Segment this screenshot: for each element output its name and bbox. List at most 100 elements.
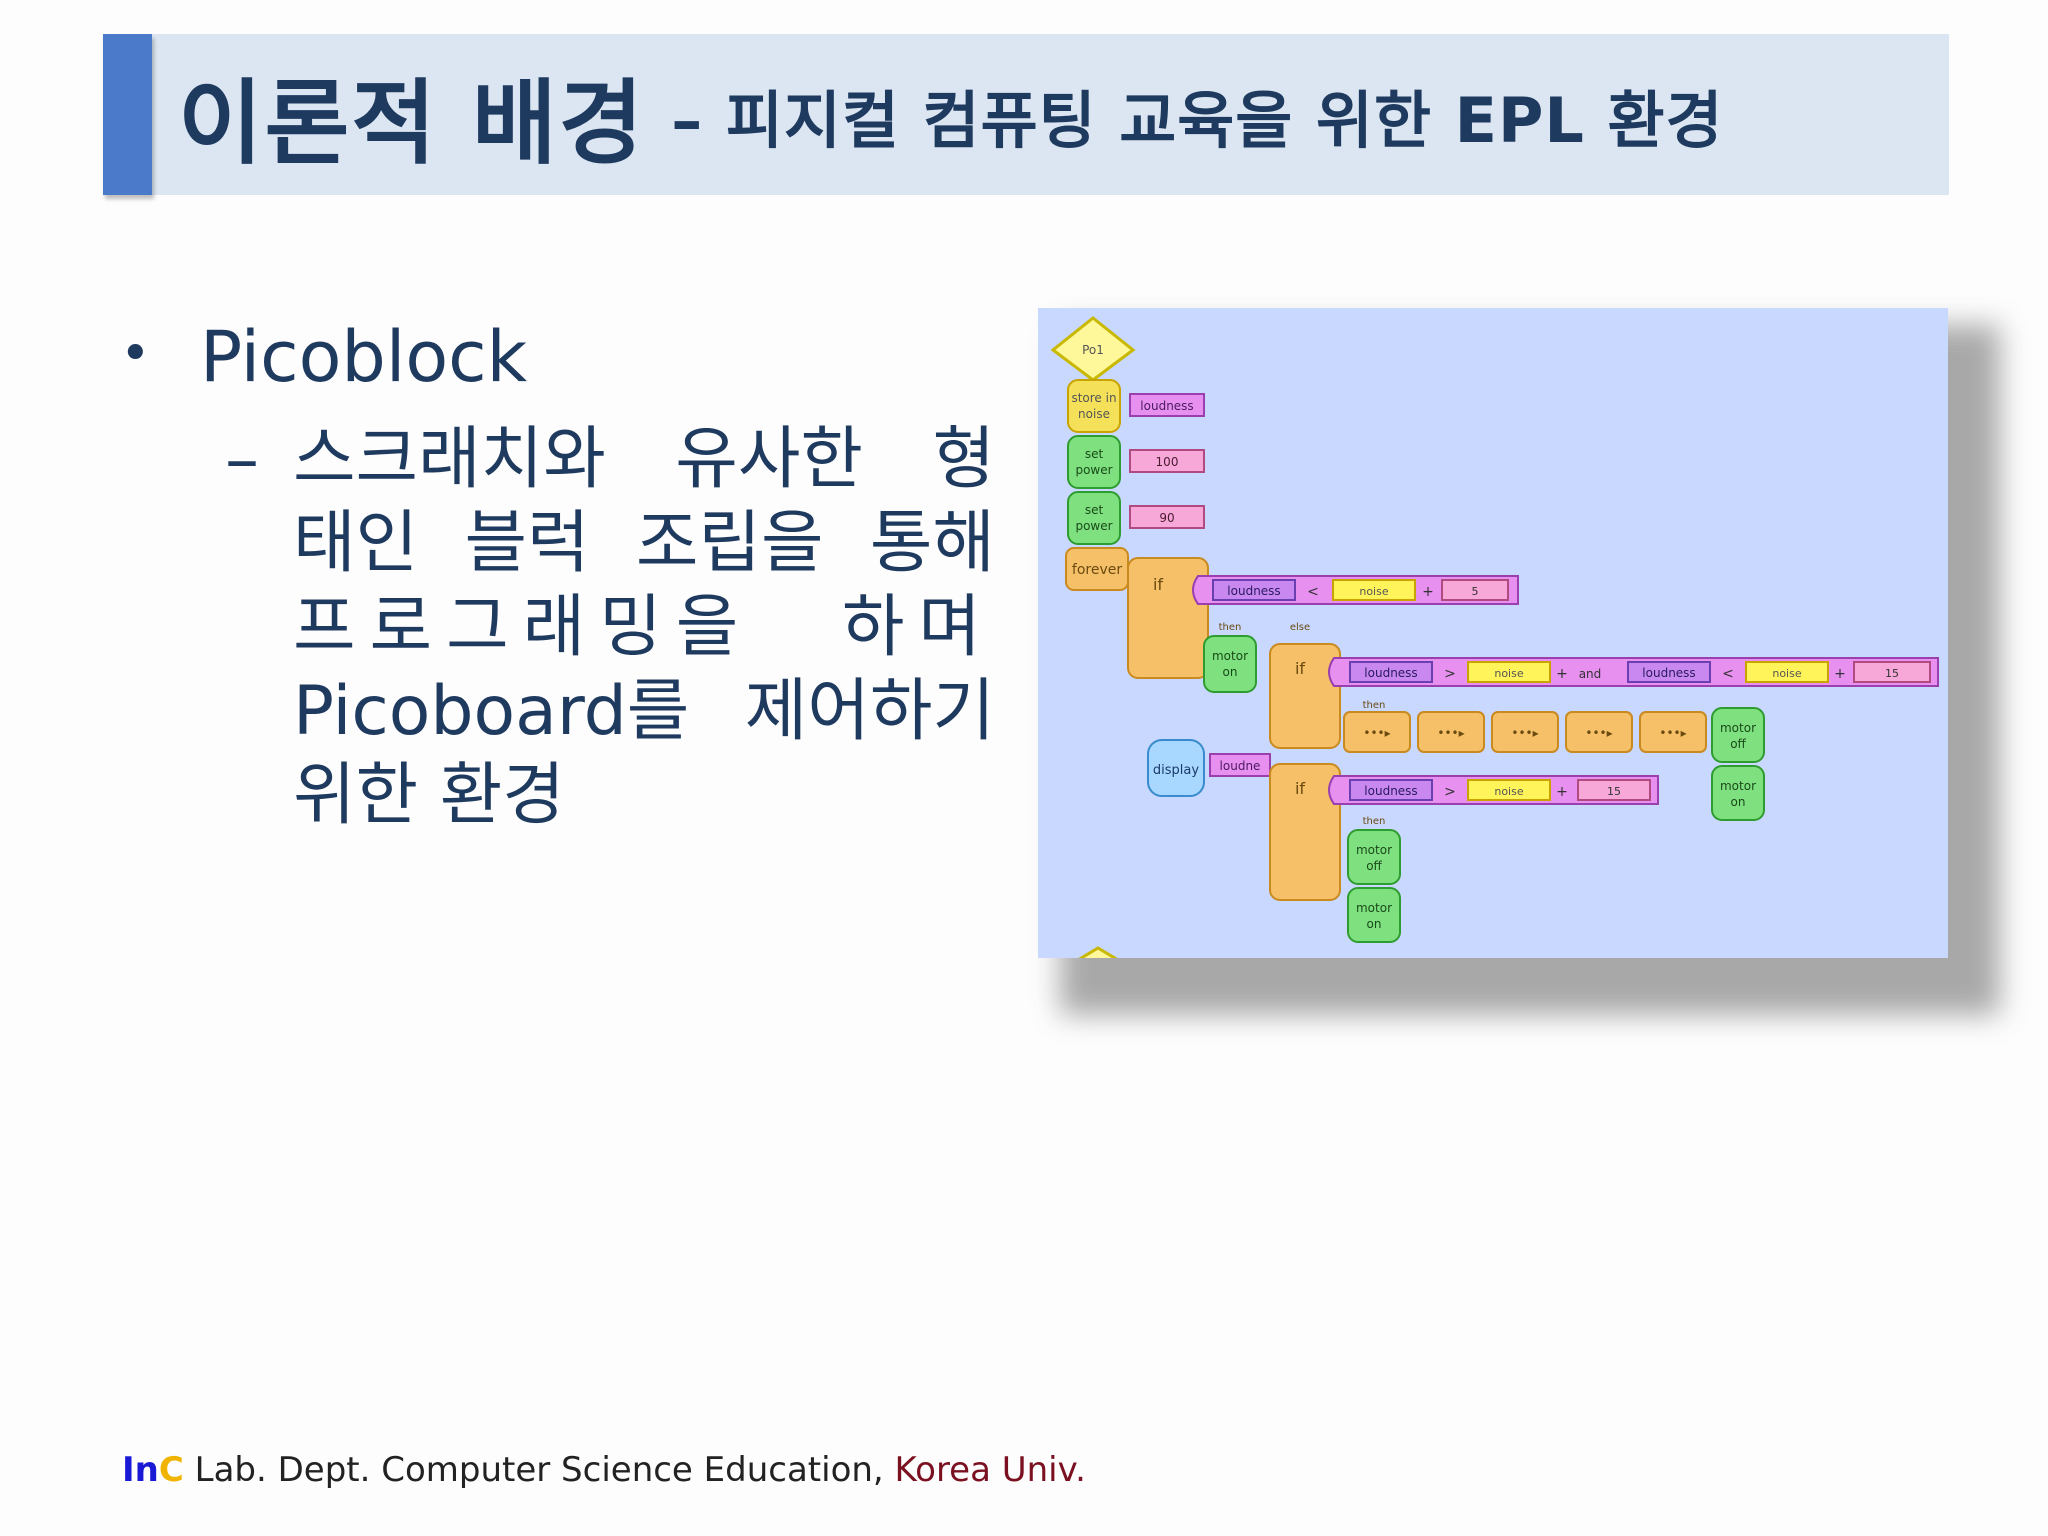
wait-block-row: •••▸ •••▸ •••▸ •••▸ •••▸ [1343,711,1707,753]
svg-text:•••▸: •••▸ [1659,726,1686,740]
svg-text:then: then [1363,816,1386,827]
description-word: 프로그래밍을 [293,588,753,667]
bullet-dot: • [120,324,151,384]
svg-text:noise: noise [1494,667,1523,680]
svg-text:+: + [1556,666,1568,682]
svg-text:<: < [1722,666,1734,682]
description-word: 블럭 [464,504,590,583]
svg-text:then: then [1219,622,1242,633]
sub-bullet-dash: – [225,420,259,499]
description-word: 위한 환경 [293,756,565,835]
svg-text:then: then [1363,700,1386,711]
set-power-block-2: set power 90 [1067,491,1205,545]
title-accent-bar [103,34,152,195]
svg-text:•••▸: •••▸ [1437,726,1464,740]
svg-text:>: > [1444,666,1456,682]
svg-text:15: 15 [1885,667,1899,680]
description-word: 스크래치와 [293,420,606,499]
svg-text:loudness: loudness [1140,399,1193,413]
svg-text:loudness: loudness [1364,784,1417,798]
svg-text:on: on [1223,665,1238,679]
picoblock-program-canvas: Po1 store in noise loudness set power 10… [1050,316,1939,958]
svg-text:noise: noise [1359,585,1388,598]
svg-text:loudness: loudness [1642,666,1695,680]
partial-hat-block [1078,946,1118,958]
description-word: 태인 [293,504,419,583]
footer-dept: Lab. Dept. Computer Science Education, [183,1450,895,1490]
slide-title-sub: – 피지컬 컴퓨팅 교육을 위한 EPL 환경 [671,84,1724,157]
svg-text:loudne: loudne [1220,759,1261,773]
description-word: 유사한 [675,420,863,499]
slide-title: 이론적 배경 – 피지컬 컴퓨팅 교육을 위한 EPL 환경 [178,40,1724,190]
description-word: 제어하기 [744,672,995,751]
svg-text:if: if [1295,779,1305,798]
svg-text:+: + [1834,666,1846,682]
if-block-3: if loudness > noise + 15 then [1269,763,1659,901]
description-word: 통해 [869,504,995,583]
svg-text:90: 90 [1159,511,1174,525]
svg-text:loudness: loudness [1364,666,1417,680]
svg-text:motor: motor [1720,721,1756,735]
bullet-picoblock: • Picoblock [120,316,527,398]
svg-text:power: power [1075,463,1112,477]
svg-text:on: on [1731,795,1746,809]
description-line-5: 위한 환경 [293,754,995,838]
svg-text:else: else [1290,622,1310,633]
svg-text:15: 15 [1607,785,1621,798]
store-in-noise-block: store in noise loudness [1067,379,1205,433]
svg-text:100: 100 [1156,455,1179,469]
svg-text:if: if [1295,659,1305,678]
footer-lab-c: C [158,1450,184,1490]
svg-text:+: + [1556,784,1568,800]
slide-title-main: 이론적 배경 [178,69,646,177]
svg-text:motor: motor [1212,649,1248,663]
motor-on-block-1: motor on [1203,635,1257,693]
start-hat-block: Po1 [1050,316,1136,382]
svg-text:5: 5 [1472,585,1479,598]
if-block-2: if loudness > noise + and loudness < noi… [1269,643,1939,749]
motor-off-block-bottom: motor off [1347,829,1401,885]
svg-text:set: set [1085,447,1104,461]
svg-text:loudness: loudness [1227,584,1280,598]
footer-lab-in: In [122,1450,159,1490]
picoblock-screenshot: Po1 store in noise loudness set power 10… [1038,308,1948,958]
start-label: Po1 [1082,343,1104,357]
svg-text:power: power [1075,519,1112,533]
description-line-3: 프로그래밍을 하며 [293,586,995,670]
svg-text:motor: motor [1720,779,1756,793]
description-word: 하며 [841,588,995,667]
bullet-picoblock-text: Picoblock [200,316,528,398]
svg-text:store in: store in [1071,391,1116,405]
if-block-1: if loudness < noise + 5 then else [1127,557,1519,679]
svg-text:motor: motor [1356,901,1392,915]
svg-text:+: + [1422,584,1434,600]
svg-text:if: if [1153,575,1163,594]
svg-text:off: off [1366,859,1382,873]
display-block: display loudne [1147,739,1271,797]
footer-credit: InC Lab. Dept. Computer Science Educatio… [122,1450,1086,1490]
svg-text:motor: motor [1356,843,1392,857]
description-word: 조립을 [635,504,824,583]
svg-text:display: display [1153,763,1199,778]
description-word: Picoboard를 [293,672,690,751]
motor-on-block-right: motor on [1711,765,1765,821]
sub-bullet-description: – 스크래치와 유사한 형 태인 블럭 조립을 통해 프로그래밍을 하며 Pic… [225,418,995,838]
motor-off-block-right: motor off [1711,707,1765,763]
svg-text:•••▸: •••▸ [1585,726,1612,740]
footer-univ: Korea Univ. [894,1450,1086,1490]
description-line-2: 태인 블럭 조립을 통해 [293,502,995,586]
svg-text:noise: noise [1772,667,1801,680]
svg-text:noise: noise [1494,785,1523,798]
svg-text:on: on [1367,917,1382,931]
svg-text:forever: forever [1072,562,1122,578]
svg-text:set: set [1085,503,1104,517]
description-line-4: Picoboard를 제어하기 [293,670,995,754]
set-power-block-1: set power 100 [1067,435,1205,489]
motor-on-block-bottom: motor on [1347,887,1401,943]
svg-text:<: < [1307,584,1319,600]
svg-text:and: and [1579,667,1602,681]
svg-text:•••▸: •••▸ [1511,726,1538,740]
description-word: 형 [932,420,995,499]
title-banner [103,34,1949,195]
svg-text:>: > [1444,784,1456,800]
